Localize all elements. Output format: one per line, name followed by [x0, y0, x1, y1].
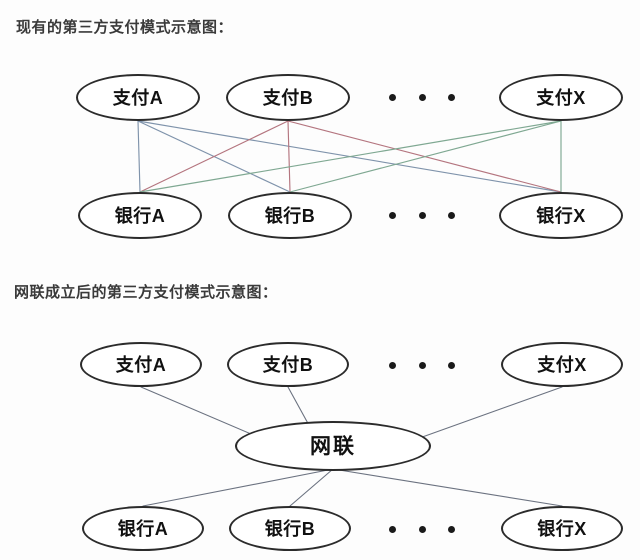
- dot-icon: [418, 525, 426, 533]
- node-label: 银行A: [117, 518, 169, 539]
- dot-icon: [448, 93, 455, 101]
- dot-icon: [448, 525, 455, 533]
- node-label: 银行A: [114, 205, 166, 226]
- node-bank-b-netsunion[interactable]: 银行B: [229, 506, 351, 551]
- node-label: 银行X: [536, 205, 586, 226]
- node-payment-a-netsunion[interactable]: 支付A: [80, 342, 202, 387]
- dot-icon: [418, 361, 426, 369]
- node-label: 银行B: [264, 205, 316, 226]
- existing-model-title: 现有的第三方支付模式示意图：: [16, 19, 234, 36]
- dot-icon: [448, 211, 455, 219]
- node-label: 支付A: [112, 87, 164, 108]
- ellipsis-payments-existing: [389, 91, 455, 103]
- dot-icon: [418, 211, 426, 219]
- ellipsis-banks-existing: [389, 209, 455, 221]
- netsunion-model-title: 网联成立后的第三方支付模式示意图：: [14, 284, 278, 301]
- ellipsis-banks-netsunion: [389, 523, 455, 535]
- dot-icon: [418, 93, 426, 101]
- node-bank-b-existing[interactable]: 银行B: [228, 192, 352, 239]
- node-bank-x-existing[interactable]: 银行X: [499, 192, 623, 239]
- dot-icon: [389, 211, 396, 219]
- node-payment-x-netsunion[interactable]: 支付X: [501, 342, 623, 387]
- node-bank-a-netsunion[interactable]: 银行A: [82, 506, 204, 551]
- node-bank-x-netsunion[interactable]: 银行X: [501, 506, 623, 551]
- node-bank-a-existing[interactable]: 银行A: [78, 192, 202, 239]
- node-payment-a-existing[interactable]: 支付A: [76, 74, 200, 121]
- dot-icon: [448, 361, 455, 369]
- node-label: 支付B: [262, 87, 314, 108]
- node-payment-x-existing[interactable]: 支付X: [499, 74, 623, 121]
- dot-icon: [389, 93, 396, 101]
- node-label: 支付X: [537, 354, 587, 375]
- dot-icon: [389, 361, 396, 369]
- node-netsunion-hub[interactable]: 网联: [235, 421, 431, 471]
- node-label: 支付A: [115, 354, 167, 375]
- node-label: 支付X: [536, 87, 586, 108]
- node-label: 支付B: [262, 354, 314, 375]
- node-payment-b-existing[interactable]: 支付B: [226, 74, 350, 121]
- dot-icon: [389, 525, 396, 533]
- node-label: 网联: [310, 434, 356, 458]
- node-label: 银行B: [264, 518, 316, 539]
- ellipsis-payments-netsunion: [389, 359, 455, 371]
- node-payment-b-netsunion[interactable]: 支付B: [227, 342, 349, 387]
- node-label: 银行X: [537, 518, 587, 539]
